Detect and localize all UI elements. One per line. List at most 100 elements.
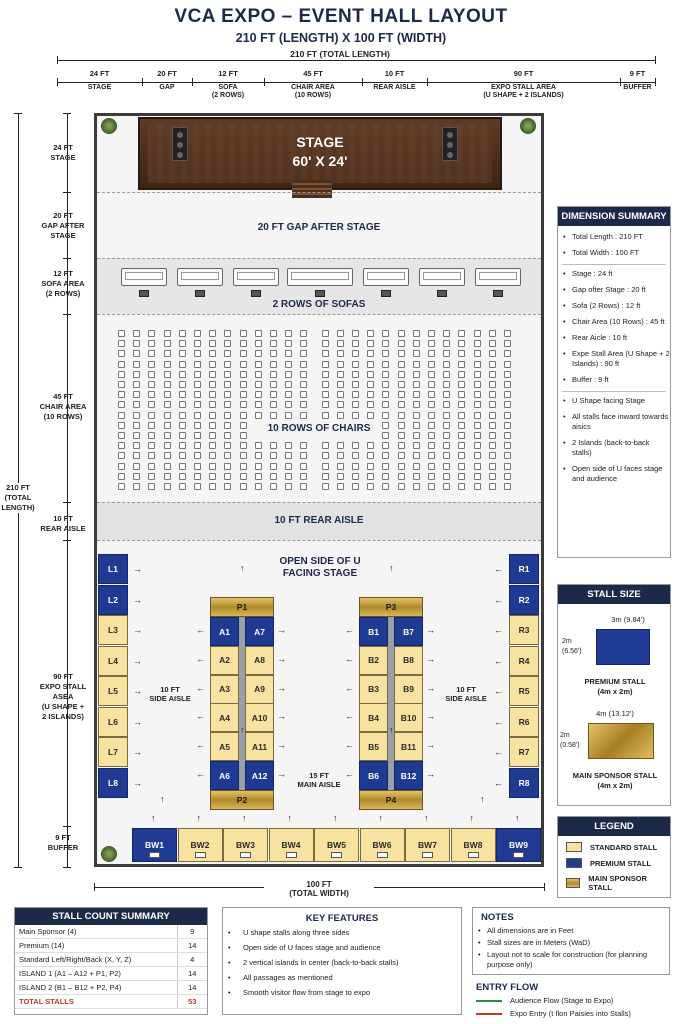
stall-p3[interactable]: P3	[359, 597, 423, 617]
stall-p1[interactable]: P1	[210, 597, 274, 617]
stall-l4[interactable]: L4	[98, 645, 128, 676]
stall-b1[interactable]: B1	[359, 617, 388, 646]
chair	[397, 370, 405, 378]
stall-l6[interactable]: L6	[98, 706, 128, 737]
chair	[178, 442, 186, 450]
chair	[412, 452, 420, 460]
chair	[488, 432, 496, 439]
stall-r8[interactable]: R8	[509, 767, 539, 798]
note-item: Layout not to scale for construction (fo…	[473, 950, 669, 970]
stall-a10[interactable]: A10	[245, 703, 274, 733]
coffee-table	[139, 290, 149, 297]
chair	[209, 350, 217, 358]
chair	[285, 391, 293, 399]
stall-a12[interactable]: A12	[245, 761, 274, 790]
chair	[488, 462, 496, 470]
stall-b3[interactable]: B3	[359, 674, 388, 704]
chair	[458, 472, 466, 480]
speaker-icon	[442, 127, 458, 161]
chair	[458, 432, 466, 439]
stall-b12[interactable]: B12	[394, 761, 423, 790]
stall-a7[interactable]: A7	[245, 617, 274, 646]
chair	[397, 381, 405, 388]
stall-l3[interactable]: L3	[98, 615, 128, 645]
flow-arrow-icon: ←	[345, 740, 354, 751]
key-features-panel: KEY FEATURES U shape stalls along three …	[222, 907, 462, 1015]
chair	[224, 370, 232, 378]
stall-l5[interactable]: L5	[98, 676, 128, 706]
stall-r7[interactable]: R7	[509, 737, 539, 767]
entry-flow-expo: Expo Entry (t flon Paisies into Stalls)	[510, 1009, 631, 1018]
stall-a9[interactable]: A9	[245, 674, 274, 704]
stall-l8[interactable]: L8	[98, 767, 128, 798]
chair	[382, 360, 390, 368]
chair	[412, 483, 420, 490]
chair	[194, 472, 201, 480]
chair	[194, 340, 201, 348]
stall-a1[interactable]: A1	[210, 617, 239, 646]
chair	[504, 472, 511, 480]
chair	[194, 421, 201, 429]
stall-a5[interactable]: A5	[210, 732, 239, 762]
stall-b8[interactable]: B8	[394, 645, 423, 675]
stall-p4[interactable]: P4	[359, 790, 423, 810]
stall-r4[interactable]: R4	[509, 645, 539, 676]
stall-b9[interactable]: B9	[394, 674, 423, 704]
chair	[504, 340, 511, 348]
stall-a2[interactable]: A2	[210, 645, 239, 675]
stall-a4[interactable]: A4	[210, 703, 239, 733]
stall-b10[interactable]: B10	[394, 703, 423, 733]
chair	[133, 360, 141, 368]
stall-a6[interactable]: A6	[210, 761, 239, 790]
stall-b6[interactable]: B6	[359, 761, 388, 790]
stall-r1[interactable]: R1	[509, 554, 539, 584]
stall-b4[interactable]: B4	[359, 703, 388, 733]
chair	[504, 401, 511, 409]
chair	[488, 370, 496, 378]
stall-b11[interactable]: B11	[394, 732, 423, 762]
stall-a8[interactable]: A8	[245, 645, 274, 675]
chair	[428, 483, 435, 490]
green-arrow-icon	[476, 1000, 502, 1002]
chair	[321, 472, 329, 480]
stall-r5[interactable]: R5	[509, 676, 539, 706]
chair	[321, 411, 329, 419]
stall-r6[interactable]: R6	[509, 706, 539, 737]
chair	[194, 401, 201, 409]
chair	[428, 350, 435, 358]
stall-l1[interactable]: L1	[98, 554, 128, 584]
chair	[397, 360, 405, 368]
chair	[367, 370, 375, 378]
stage[interactable]: STAGE 60' X 24'	[138, 117, 502, 190]
stall-l7[interactable]: L7	[98, 737, 128, 767]
chair	[163, 442, 171, 450]
sofa	[177, 268, 223, 286]
dim-tick	[14, 867, 22, 868]
stall-r3[interactable]: R3	[509, 615, 539, 645]
chair	[118, 472, 125, 480]
chair	[352, 350, 359, 358]
chair	[367, 462, 375, 470]
stall-r2[interactable]: R2	[509, 584, 539, 615]
chair	[458, 370, 466, 378]
coffee-table	[493, 290, 503, 297]
stall-p2[interactable]: P2	[210, 790, 274, 810]
stall-l2[interactable]: L2	[98, 584, 128, 615]
chair	[148, 472, 156, 480]
stall-b7[interactable]: B7	[394, 617, 423, 646]
zone-divider	[97, 192, 541, 193]
coffee-table	[251, 290, 261, 297]
stall-bw7[interactable]: BW7	[405, 828, 450, 862]
chair	[321, 483, 329, 490]
dim-tick	[14, 113, 22, 114]
chair	[133, 381, 141, 388]
stall-a3[interactable]: A3	[210, 674, 239, 704]
chair	[504, 421, 511, 429]
stall-b5[interactable]: B5	[359, 732, 388, 762]
stall-b2[interactable]: B2	[359, 645, 388, 675]
flow-arrow-icon: ←	[494, 686, 503, 696]
count-value: 9	[176, 925, 207, 939]
flow-arrow-icon: →	[426, 740, 435, 751]
chair	[133, 432, 141, 439]
stall-a11[interactable]: A11	[245, 732, 274, 762]
